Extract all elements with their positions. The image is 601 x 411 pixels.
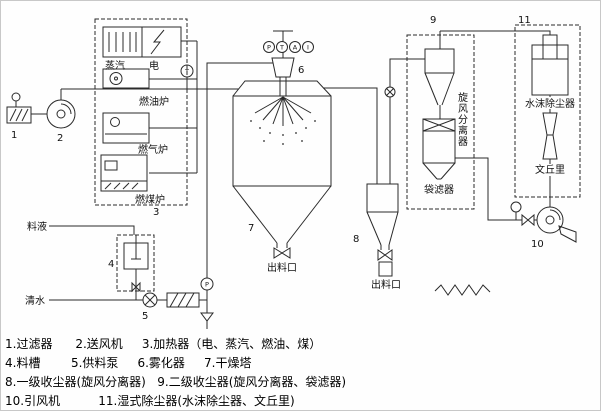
feed-riser-pipe	[206, 62, 273, 300]
number-6: 6	[298, 65, 304, 76]
scrubber-inlet-duct	[440, 30, 551, 35]
cyclone-discharge-label: 出料口	[371, 278, 401, 291]
gas-furnace	[102, 112, 197, 144]
inlet-valve	[11, 92, 21, 107]
clean-water-label: 清水	[25, 294, 45, 307]
feed-pump	[142, 292, 167, 308]
feed-liquid-line	[49, 225, 135, 235]
instrument-t-label: T	[279, 44, 284, 52]
water-mist-collector-label: 水沫除尘器	[525, 97, 575, 110]
cyclone-separator-label: 旋风分离器	[458, 91, 468, 148]
spray-pattern	[250, 96, 316, 145]
feed-tank	[116, 234, 155, 300]
number-9: 9	[430, 15, 436, 26]
bag-filter	[422, 118, 456, 180]
air-filter	[6, 106, 47, 124]
steam-electric-heater	[102, 26, 197, 58]
secondary-cyclone	[424, 31, 455, 119]
gas-furnace-label: 燃气炉	[138, 143, 168, 156]
damper-valve	[384, 86, 396, 98]
number-7: 7	[248, 223, 254, 234]
number-4: 4	[108, 259, 114, 270]
legend-line-1: 1.过滤器 2.送风机 3.加热器（电、蒸汽、燃油、煤）	[5, 337, 322, 351]
tower-instruments: P T A I	[263, 41, 314, 53]
steam-label: 蒸汽	[105, 59, 125, 72]
feed-liquid-label: 料液	[27, 220, 47, 233]
bag-filter-label: 袋滤器	[424, 183, 454, 196]
bag-filter-outlet-duct	[455, 157, 537, 221]
drying-tower	[232, 80, 332, 259]
legend: 1.过滤器 2.送风机 3.加热器（电、蒸汽、燃油、煤） 4.料槽 5.供料泵 …	[5, 335, 347, 410]
number-2: 2	[57, 133, 63, 144]
process-flow-diagram: 1 2 T 蒸汽 电 燃油炉 燃气炉	[6, 15, 581, 329]
drain-funnel	[200, 300, 214, 329]
heater-group-box	[94, 18, 188, 206]
tower-discharge-label: 出料口	[267, 261, 297, 274]
fan-inlet-valve	[521, 213, 535, 227]
number-5: 5	[142, 311, 148, 322]
venturi-label: 文丘里	[535, 163, 565, 176]
feed-pressure-indicator: P	[200, 277, 214, 291]
atomizer	[271, 30, 295, 96]
induced-draft-fan	[536, 206, 577, 243]
electric-label: 电	[149, 59, 159, 72]
cyclone-outlet-duct	[389, 58, 425, 184]
venturi	[542, 112, 558, 207]
primary-cyclone	[366, 183, 399, 277]
supply-fan	[46, 89, 76, 129]
instrument-a-label: A	[293, 44, 298, 52]
pressure-indicator-label: P	[205, 281, 209, 289]
oil-furnace-label: 燃油炉	[139, 95, 169, 108]
instrument-p-label: P	[267, 44, 271, 52]
lightning-icon	[150, 29, 165, 55]
legend-line-3: 8.一级收尘器(旋风分离器) 9.二级收尘器(旋风分离器、袋滤器)	[5, 375, 347, 389]
oil-furnace	[102, 68, 197, 89]
number-8: 8	[353, 234, 359, 245]
legend-line-2: 4.料槽 5.供料泵 6.雾化器 7.干燥塔	[5, 356, 252, 370]
fan-inlet-gauge	[510, 201, 522, 220]
number-3: 3	[153, 207, 159, 218]
feed-strainer	[166, 292, 207, 308]
tower-exhaust-duct	[323, 87, 378, 184]
number-11: 11	[518, 15, 531, 26]
coal-furnace-label: 燃煤炉	[135, 193, 165, 206]
coal-furnace	[100, 154, 197, 192]
instrument-i-label: I	[307, 44, 309, 52]
number-1: 1	[11, 130, 17, 141]
legend-line-4: 10.引风机 11.湿式除尘器(水沫除尘器、文丘里)	[5, 394, 295, 408]
number-10: 10	[531, 239, 544, 250]
drain-channel-wave	[434, 284, 491, 296]
water-mist-collector	[531, 34, 569, 113]
wet-collector-box	[514, 24, 581, 198]
